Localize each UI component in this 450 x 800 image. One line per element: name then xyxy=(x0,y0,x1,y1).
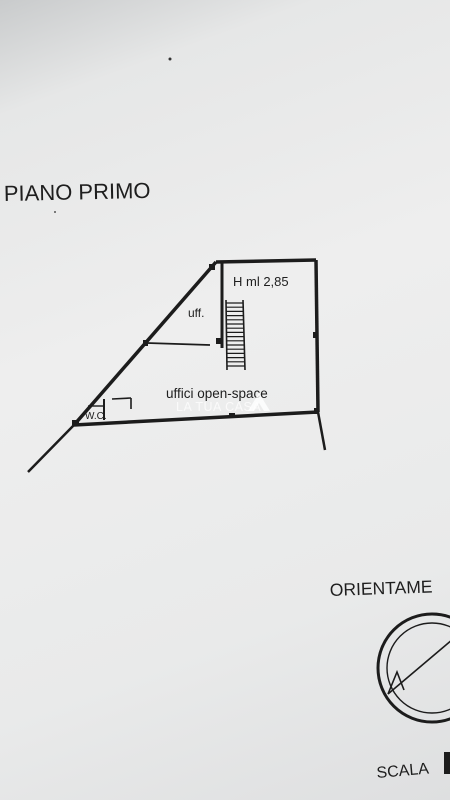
room-label-open-space: uffici open-space xyxy=(166,386,268,401)
interior-partition xyxy=(146,342,211,346)
stair-rail-right xyxy=(242,299,246,371)
orientation-label: ORIENTAME xyxy=(329,576,432,600)
room-label-office-small: uff. xyxy=(188,306,204,320)
door-mark xyxy=(216,338,221,344)
room-label-wc: W.C. xyxy=(85,411,107,422)
scan-speck xyxy=(168,57,172,61)
scale-label: SCALA xyxy=(376,760,430,782)
compass-inner-ring xyxy=(386,622,450,714)
wc-fixture-top xyxy=(111,397,132,400)
floor-title: PIANO PRIMO xyxy=(4,178,151,206)
wall-bottom xyxy=(73,410,319,427)
wall-marks xyxy=(72,264,319,426)
wall-right-extension xyxy=(316,411,327,451)
compass-icon xyxy=(376,612,450,724)
wall-diagonal-extension xyxy=(27,424,75,473)
wall-mark-bottom xyxy=(229,413,235,417)
compass-needle-line xyxy=(387,640,450,695)
wall-top xyxy=(215,258,317,264)
wall-mark-right xyxy=(313,332,318,338)
watermark: LA TUA CASA xyxy=(176,393,270,414)
outer-walls xyxy=(27,258,327,473)
corner-mark-bottom-left xyxy=(72,420,79,426)
stair-rail-left xyxy=(225,299,228,371)
corner-mark xyxy=(209,264,215,270)
scale-mark xyxy=(444,752,450,774)
watermark-house-icon xyxy=(248,393,270,411)
wall-mark-left xyxy=(143,340,148,346)
stair-treads xyxy=(226,302,245,367)
compass-outer-ring xyxy=(376,612,450,724)
compass-needle-head xyxy=(387,669,405,695)
wall-mark-bottom-right xyxy=(314,408,319,414)
scan-speck xyxy=(54,211,56,213)
height-label: H ml 2,85 xyxy=(233,274,289,289)
watermark-text: LA TUA CASA xyxy=(176,400,261,414)
staircase xyxy=(225,299,246,371)
